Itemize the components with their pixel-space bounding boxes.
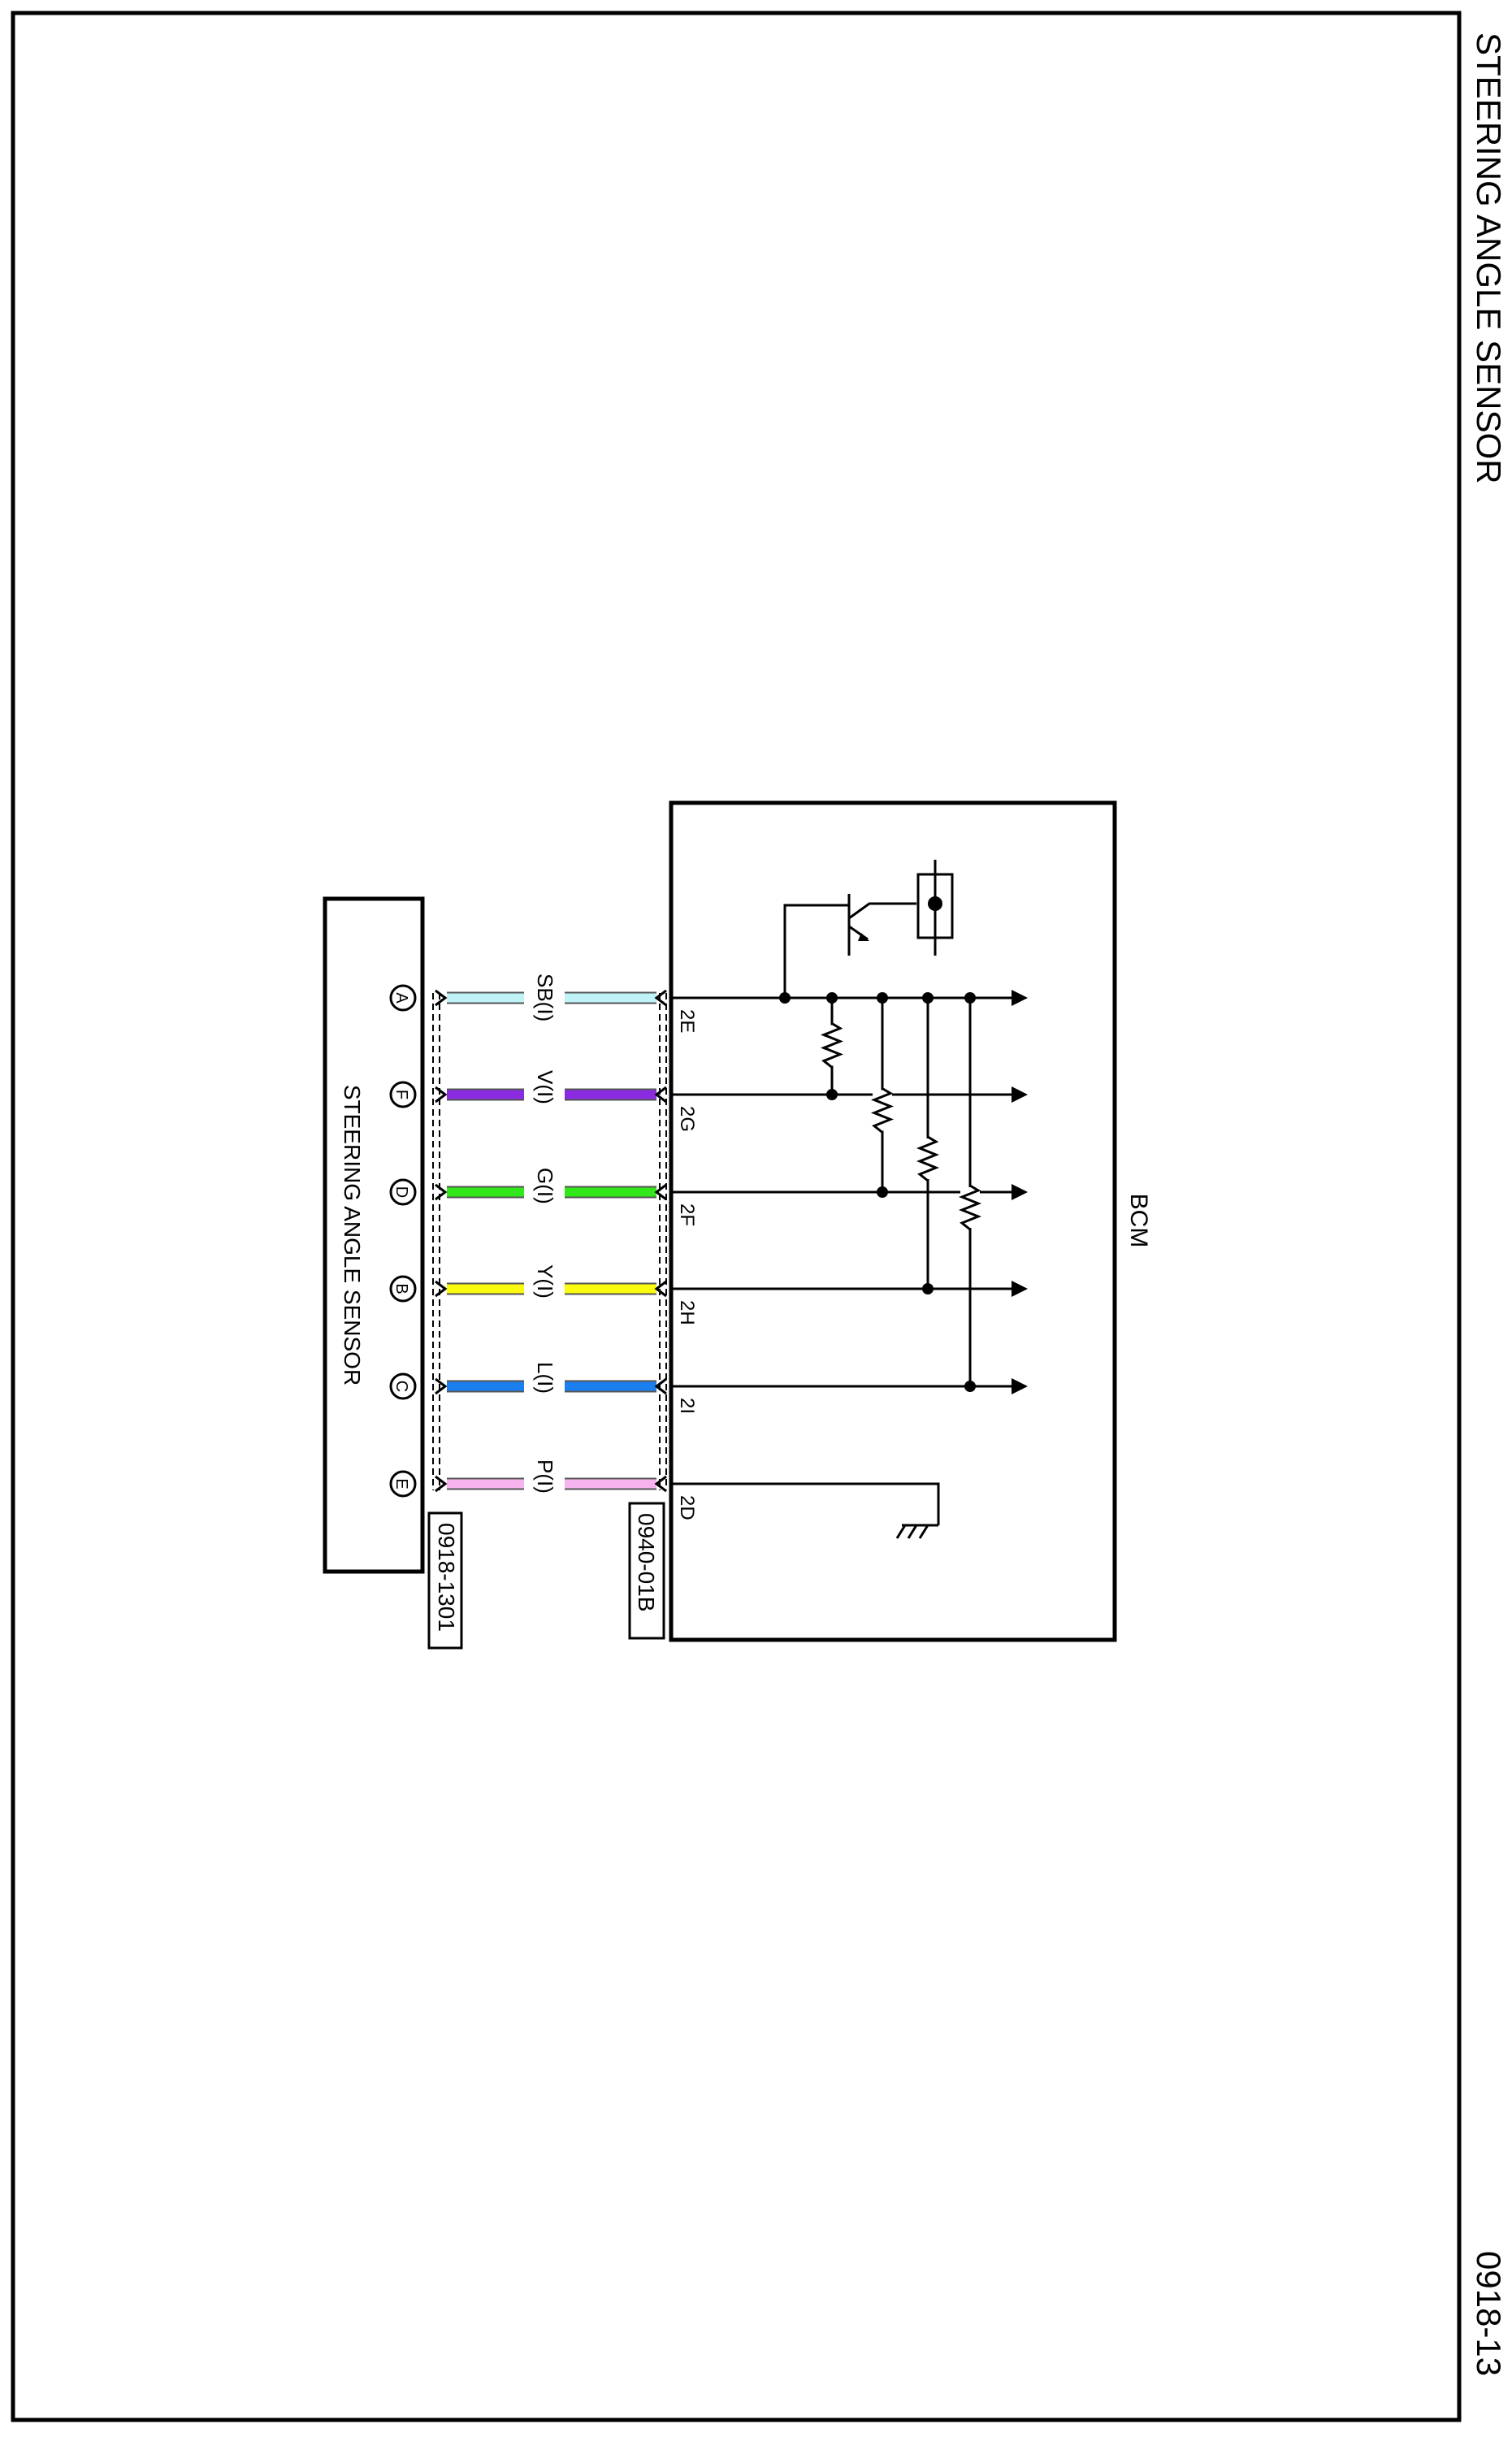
wire-sbi: SB(I) A 2E (389, 973, 698, 1033)
signal-arrow-icon (1012, 1184, 1028, 1200)
wire-color-label: SB(I) (533, 973, 557, 1021)
sensor-connector-chevron (435, 1086, 448, 1104)
page-frame (11, 11, 1462, 2422)
harness-shield (432, 993, 667, 1490)
resistor-icon (820, 1022, 844, 1069)
sensor-connector-code: 0918-1301 (434, 1523, 459, 1632)
sensor-pin-circle (389, 1275, 417, 1303)
sensor-pin-circle (389, 1081, 417, 1108)
wire-color-label: L(I) (533, 1362, 557, 1394)
bcm-label: BCM (1125, 1194, 1152, 1248)
sensor-pin-letter: A (392, 992, 410, 1004)
bcm-terminal-label: 2G (676, 1106, 698, 1132)
bcm-connector-code: 0940-01B (634, 1513, 659, 1611)
bcm-connector-chevron (654, 1475, 667, 1493)
wire-yi: Y(I) B 2H (389, 1264, 698, 1325)
junction-dot (964, 1381, 976, 1392)
sensor-connector-chevron (435, 1183, 448, 1201)
bcm-terminal-label: 2E (676, 1009, 698, 1033)
resistor-icon (870, 1087, 895, 1134)
transistor-lead (783, 904, 849, 998)
bcm-connector-chevron (654, 1377, 667, 1395)
wire-li: L(I) C 2I (389, 1362, 698, 1414)
sensor-pin-circle (389, 984, 417, 1012)
sensor-pin-circle (389, 1178, 417, 1206)
bcm-connector-chevron (654, 989, 667, 1007)
sensor-pin-letter: F (392, 1090, 410, 1099)
junction-dot (877, 1186, 888, 1198)
wire-gi: G(I) D 2F (389, 1168, 698, 1226)
sensor-connector-chevron (435, 989, 448, 1007)
wire-label-gap (524, 1281, 565, 1297)
signal-arrow-icon (1012, 1086, 1028, 1103)
sensor-pin-letter: B (392, 1283, 410, 1294)
sensor-pin-circle (389, 1372, 417, 1400)
junction-dot (826, 1089, 838, 1100)
bcm-terminal-label: 2F (676, 1203, 698, 1226)
resistor-icon (958, 1184, 982, 1231)
wire-color-label: V(I) (533, 1070, 557, 1104)
sensor-pin-letter: D (392, 1186, 410, 1198)
ground-hatch (918, 1524, 929, 1539)
sensor-connector-chevron (435, 1280, 448, 1298)
wire-color-label: P(I) (533, 1459, 557, 1494)
wire-color-label: G(I) (533, 1168, 557, 1204)
transistor-collector (848, 902, 916, 920)
page-number: 0918-13 (1470, 2251, 1508, 2376)
page-title: STEERING ANGLE SENSOR (1470, 33, 1508, 483)
bcm-connector-box (628, 1502, 665, 1640)
bcm-box (669, 800, 1117, 1642)
sensor-connector-chevron (435, 1475, 448, 1493)
ground-wire (671, 1482, 940, 1525)
sensor-pin-circle (389, 1470, 417, 1498)
wire-label-gap (524, 990, 565, 1006)
sensor-connector-box (427, 1511, 463, 1650)
bcm-terminal-label: 2I (676, 1398, 698, 1414)
wire-vi: V(I) F 2G (389, 1070, 698, 1132)
bcm-connector-chevron (654, 1086, 667, 1104)
sensor-pin-letter: E (392, 1478, 410, 1489)
ground-hatch (895, 1524, 907, 1539)
wire-label-gap (524, 1184, 565, 1200)
wire-pi: P(I) E 2D (389, 1459, 698, 1520)
wire-label-gap (524, 1378, 565, 1394)
ground-hatch (907, 1524, 918, 1539)
wire-color-label: Y(I) (533, 1264, 557, 1299)
sensor-connector-chevron (435, 1377, 448, 1395)
bcm-terminal-label: 2H (676, 1300, 698, 1325)
resistor-icon (916, 1135, 940, 1182)
signal-arrow-icon (1012, 1378, 1028, 1394)
wire-label-gap (524, 1476, 565, 1492)
bcm-terminal-label: 2D (676, 1495, 698, 1520)
wire-label-gap (524, 1086, 565, 1103)
sensor-pin-letter: C (392, 1381, 410, 1392)
signal-arrow-icon (1012, 1281, 1028, 1297)
sensor-label: STEERING ANGLE SENSOR (340, 1085, 365, 1385)
junction-dot (922, 1283, 934, 1294)
bcm-internal-circuit (671, 860, 1028, 1539)
bcm-connector-chevron (654, 1183, 667, 1201)
bcm-connector-chevron (654, 1280, 667, 1298)
transistor-arrow-icon (858, 933, 869, 941)
signal-arrow-icon (1012, 990, 1028, 1006)
